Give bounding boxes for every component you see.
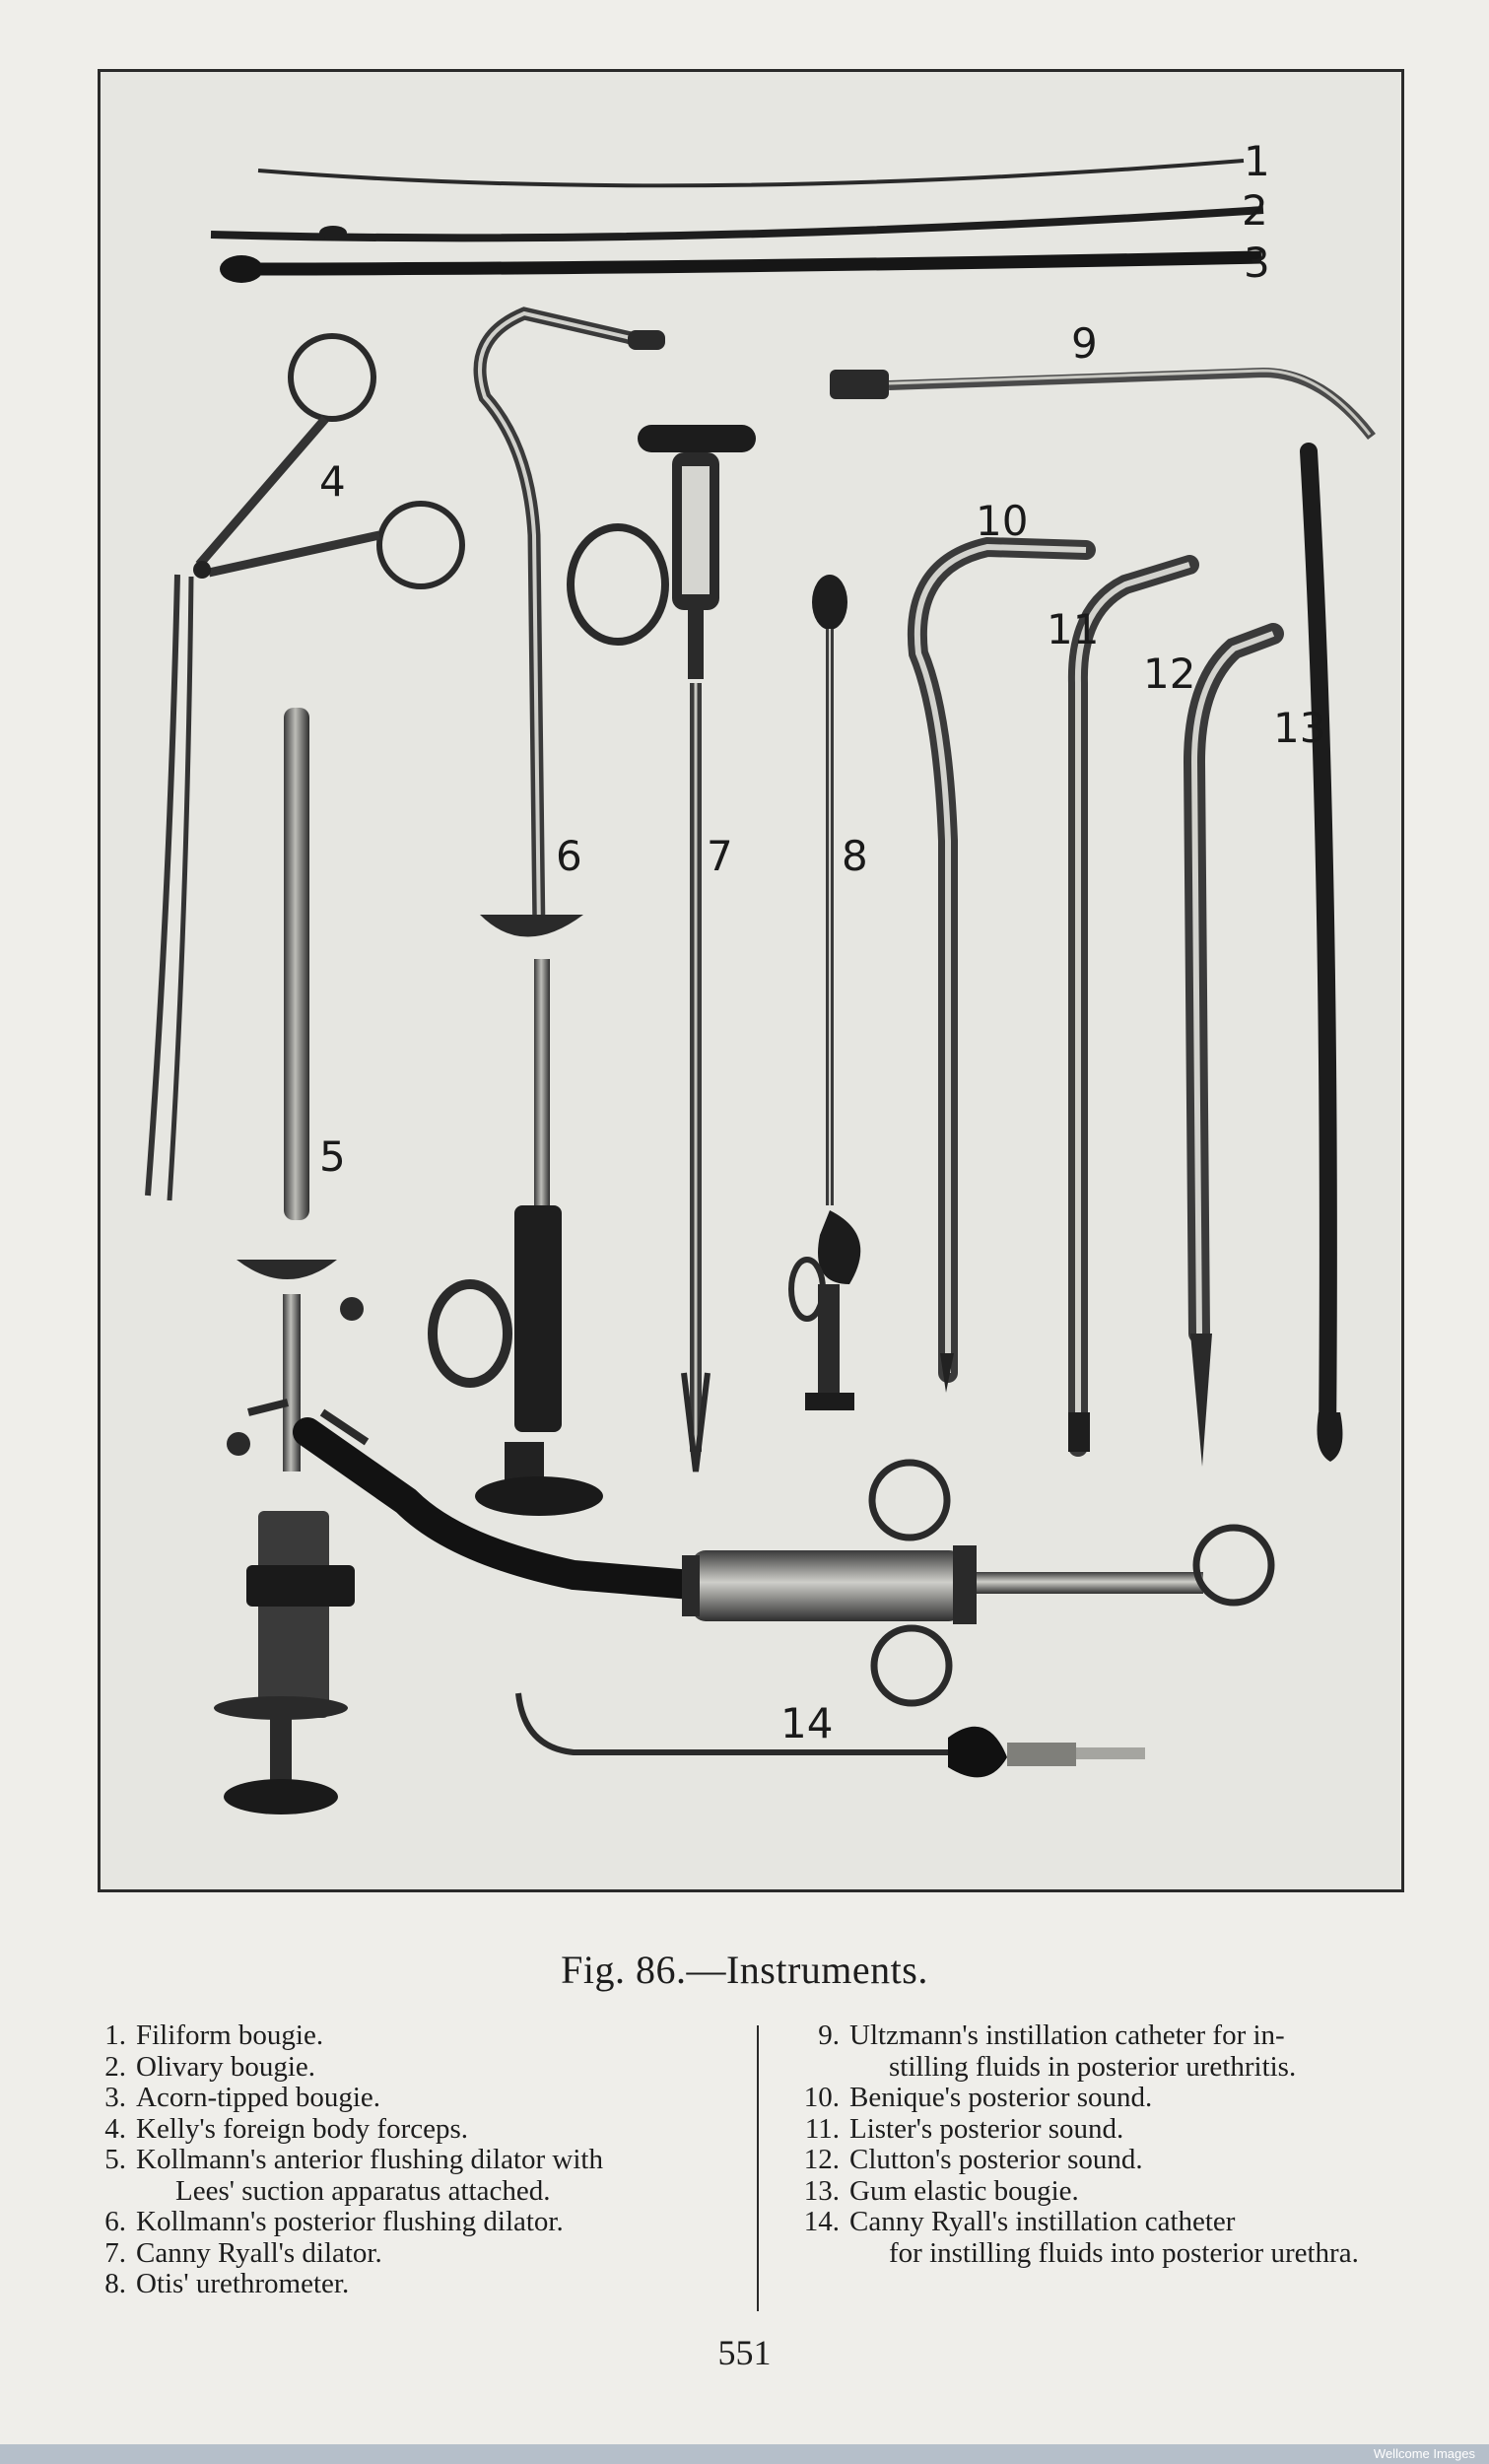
legend-text: Olivary bougie. — [136, 2050, 316, 2083]
legend-item: 6. Kollmann's posterior flushing dilator. — [77, 2206, 747, 2238]
ultzmann-catheter — [830, 367, 1376, 441]
olivary-bougie — [210, 206, 1264, 242]
legend-text: Kollmann's posterior flushing dilator. — [136, 2206, 564, 2237]
legend-item: 9. Ultzmann's instillation catheter for i… — [783, 2019, 1424, 2083]
legend-number: 10. — [803, 2082, 840, 2113]
legend-text: Acorn-tipped bougie. — [136, 2082, 381, 2113]
figure-number-7: 7 — [707, 832, 733, 880]
legend-text: Gum elastic bougie. — [849, 2174, 1079, 2207]
figure-number-2: 2 — [1242, 186, 1268, 235]
legend-text: Kelly's foreign body forceps. — [136, 2112, 469, 2145]
benique-sound — [907, 536, 1096, 1393]
figure-caption-text: 86.—Instruments. — [635, 1948, 928, 1992]
lister-sound — [1067, 555, 1199, 1457]
figure-number-4: 4 — [319, 457, 346, 506]
legend-text: Canny Ryall's instillation catheter — [849, 2206, 1236, 2237]
legend-item: 2. Olivary bougie. — [77, 2050, 747, 2084]
legend-item: 7. Canny Ryall's dilator. — [77, 2236, 747, 2270]
lees-suction-syringe — [293, 1417, 1275, 1707]
figure-caption: Fig. 86.—Instruments. — [0, 1947, 1489, 1993]
figure-number-14: 14 — [780, 1699, 833, 1747]
legend-item: 13. Gum elastic bougie. — [783, 2174, 1424, 2208]
filiform-bougie — [257, 159, 1245, 188]
legend-number: 6. — [104, 2206, 126, 2237]
legend-text: Benique's posterior sound. — [849, 2082, 1153, 2113]
kollmann-posterior-dilator — [428, 307, 665, 1516]
figure-number-1: 1 — [1244, 137, 1270, 185]
canny-ryall-catheter — [515, 1692, 1145, 1778]
figure-caption-prefix: Fig. — [561, 1948, 626, 1992]
legend-number: 13. — [803, 2174, 840, 2207]
legend-text-continuation: stilling fluids in posterior urethritis. — [889, 2050, 1297, 2083]
legend-text-continuation: Lees' suction apparatus attached. — [175, 2174, 551, 2207]
figure-number-12: 12 — [1143, 650, 1195, 698]
legend-number: 1. — [104, 2019, 126, 2051]
figure-number-5: 5 — [319, 1132, 346, 1181]
figure-number-11: 11 — [1047, 605, 1099, 653]
column-divider — [757, 2025, 759, 2311]
footer-bar — [0, 2444, 1489, 2464]
acorn-tipped-bougie — [220, 250, 1262, 283]
legend-text: Filiform bougie. — [136, 2019, 324, 2051]
legend-text: Canny Ryall's dilator. — [136, 2236, 382, 2269]
figure-number-6: 6 — [556, 832, 582, 880]
gum-elastic-bougie — [1300, 443, 1343, 1462]
figure-number-10: 10 — [976, 497, 1028, 545]
legend-number: 5. — [104, 2144, 126, 2175]
legend-text: Otis' urethrometer. — [136, 2268, 350, 2299]
clutton-sound — [1183, 623, 1284, 1467]
legend-item: 12. Clutton's posterior sound. — [783, 2144, 1424, 2176]
legend-text-continuation: for instilling fluids into posterior ure… — [889, 2236, 1359, 2269]
legend-item: 1. Filiform bougie. — [77, 2019, 747, 2052]
kelly-forceps — [145, 333, 465, 1201]
legend-left-column: 1. Filiform bougie. 2. Olivary bougie. 3. A… — [77, 2019, 747, 2300]
legend-number: 2. — [104, 2050, 126, 2083]
instruments-illustration: 1 2 3 4 5 6 7 8 9 10 11 12 13 14 — [145, 137, 1376, 1814]
legend-right-column: 9. Ultzmann's instillation catheter for i… — [783, 2019, 1424, 2269]
instrument-plate: 1 2 3 4 5 6 7 8 9 10 11 12 13 14 — [98, 69, 1404, 1892]
image-credit: Wellcome Images — [1373, 2446, 1475, 2461]
figure-number-3: 3 — [1244, 239, 1270, 287]
legend-text: Kollmann's anterior flushing dilator wit… — [136, 2144, 603, 2175]
legend-text: Ultzmann's instillation catheter for in- — [849, 2019, 1285, 2051]
page-number: 551 — [717, 2333, 772, 2372]
legend-item: 11. Lister's posterior sound. — [783, 2112, 1424, 2146]
legend-number: 12. — [803, 2144, 840, 2175]
legend-item: 3. Acorn-tipped bougie. — [77, 2082, 747, 2114]
legend-number: 3. — [104, 2082, 126, 2113]
kollmann-anterior-dilator — [214, 708, 370, 1814]
legend-item: 4. Kelly's foreign body forceps. — [77, 2112, 747, 2146]
legend-number: 9. — [818, 2019, 840, 2051]
legend-item: 5. Kollmann's anterior flushing dilator w… — [77, 2144, 747, 2207]
legend-number: 14. — [803, 2206, 840, 2237]
figure-number-8: 8 — [842, 832, 868, 880]
legend-number: 8. — [104, 2268, 126, 2299]
legend-number: 4. — [104, 2112, 126, 2145]
legend-number: 7. — [104, 2236, 126, 2269]
legend-text: Lister's posterior sound. — [849, 2112, 1124, 2145]
canny-ryall-dilator — [567, 425, 756, 1472]
otis-urethrometer — [788, 575, 861, 1410]
legend-number: 11. — [804, 2112, 840, 2145]
figure-number-9: 9 — [1071, 319, 1098, 368]
legend-item: 8. Otis' urethrometer. — [77, 2268, 747, 2300]
legend-text: Clutton's posterior sound. — [849, 2144, 1143, 2175]
legend-item: 10. Benique's posterior sound. — [783, 2082, 1424, 2114]
figure-number-13: 13 — [1273, 704, 1325, 752]
